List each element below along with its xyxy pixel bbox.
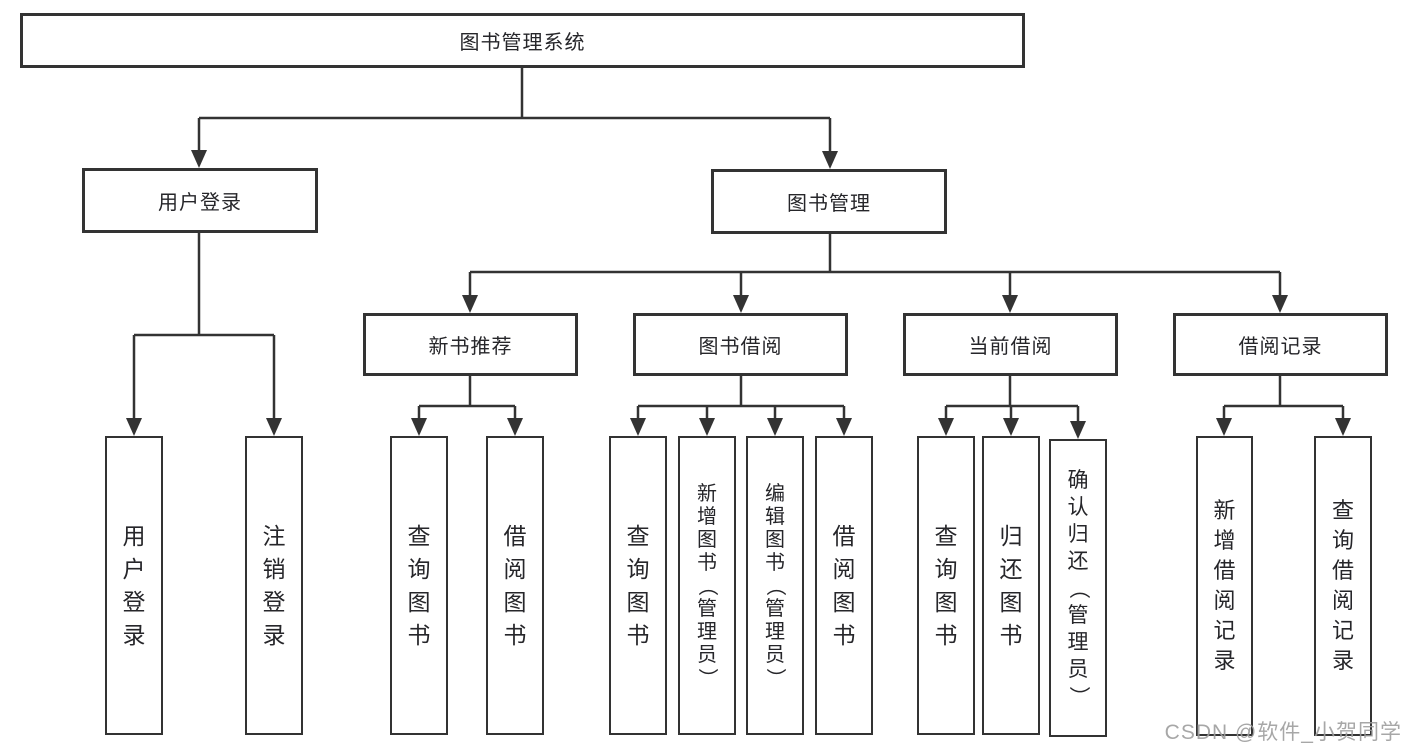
leaf-current-return-book: 归还图书 xyxy=(982,436,1040,735)
arrow-down-icon xyxy=(630,418,646,436)
node-root-system: 图书管理系统 xyxy=(20,13,1025,68)
arrow-down-icon xyxy=(938,418,954,436)
leaf-record-query-borrow-record: 查询借阅记录 xyxy=(1314,436,1372,736)
arrow-down-icon xyxy=(1070,421,1086,439)
leaf-logout: 注销登录 xyxy=(245,436,303,735)
arrow-down-icon xyxy=(462,295,478,313)
arrowheads xyxy=(126,150,1351,439)
leaf-current-confirm-return-admin: 确认归还（管理员） xyxy=(1049,439,1107,737)
node-new-book-recommend: 新书推荐 xyxy=(363,313,578,376)
node-user-login: 用户登录 xyxy=(82,168,318,233)
leaf-current-query-book: 查询图书 xyxy=(917,436,975,735)
leaf-recommend-borrow-book: 借阅图书 xyxy=(486,436,544,735)
leaf-recommend-query-book: 查询图书 xyxy=(390,436,448,735)
connector-current-to-leaves xyxy=(944,376,1080,425)
leaf-borrow-edit-book-admin: 编辑图书（管理员） xyxy=(746,436,804,735)
arrow-down-icon xyxy=(1335,418,1351,436)
node-book-borrow: 图书借阅 xyxy=(633,313,848,376)
arrow-down-icon xyxy=(1002,295,1018,313)
connector-borrow-to-leaves xyxy=(636,376,846,422)
leaf-borrow-add-book-admin: 新增图书（管理员） xyxy=(678,436,736,735)
leaf-borrow-borrow-book: 借阅图书 xyxy=(815,436,873,735)
arrow-down-icon xyxy=(411,418,427,436)
arrow-down-icon xyxy=(266,418,282,436)
arrow-down-icon xyxy=(1216,418,1232,436)
connector-root-to-level2 xyxy=(197,68,832,155)
arrow-down-icon xyxy=(191,150,207,168)
arrow-down-icon xyxy=(822,151,838,169)
arrow-down-icon xyxy=(507,418,523,436)
node-borrow-record: 借阅记录 xyxy=(1173,313,1388,376)
connector-bookmgmt-to-level3 xyxy=(468,234,1282,299)
arrow-down-icon xyxy=(699,418,715,436)
node-book-management: 图书管理 xyxy=(711,169,947,234)
leaf-borrow-query-book: 查询图书 xyxy=(609,436,667,735)
csdn-watermark: CSDN @软件_小贺同学 xyxy=(1164,721,1402,744)
arrow-down-icon xyxy=(733,295,749,313)
node-current-borrow: 当前借阅 xyxy=(903,313,1118,376)
connector-record-to-leaves xyxy=(1222,376,1345,422)
arrow-down-icon xyxy=(126,418,142,436)
leaf-record-add-borrow-record: 新增借阅记录 xyxy=(1196,436,1253,736)
arrow-down-icon xyxy=(1003,418,1019,436)
arrow-down-icon xyxy=(836,418,852,436)
arrow-down-icon xyxy=(1272,295,1288,313)
arrow-down-icon xyxy=(767,418,783,436)
connector-newrec-to-leaves xyxy=(417,376,517,422)
connector-userlogin-to-leaves xyxy=(132,233,276,422)
leaf-user-login: 用户登录 xyxy=(105,436,163,735)
